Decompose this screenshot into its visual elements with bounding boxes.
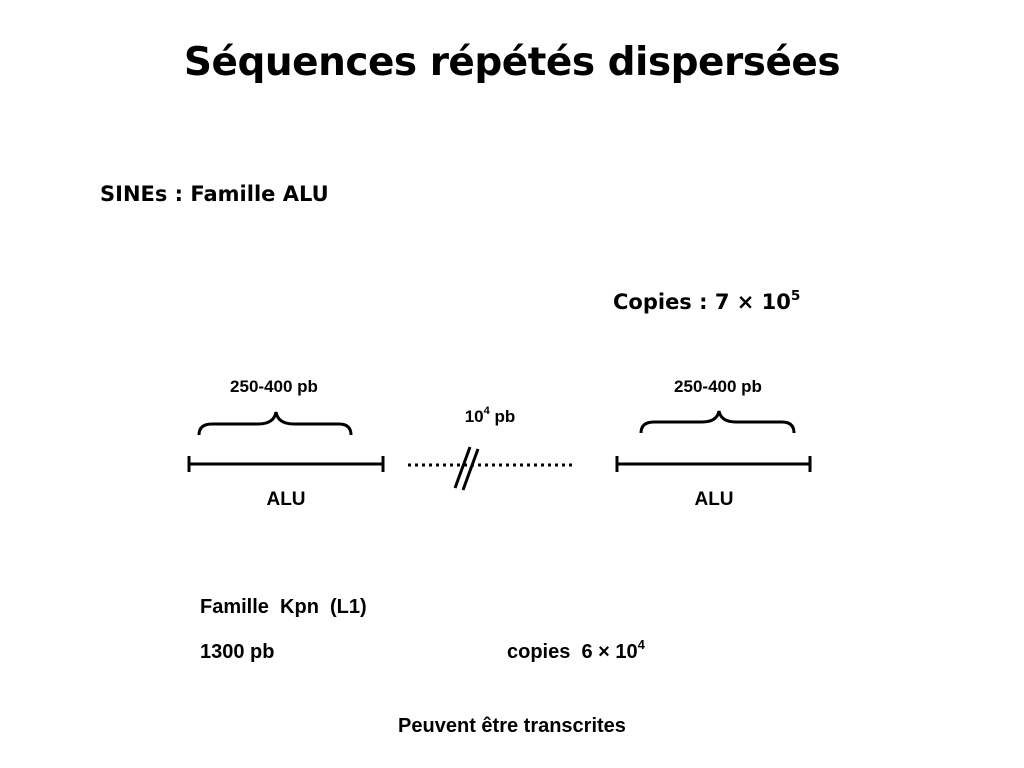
right-alu-size-label: 250-400 pb — [674, 377, 762, 396]
left-alu-size-label: 250-400 pb — [230, 377, 318, 396]
right-alu-label: ALU — [694, 489, 734, 510]
transcription-note: Peuvent être transcrites — [398, 715, 626, 737]
kpn-copies-text: copies 6 × 10 — [507, 641, 638, 663]
alu-copies-exponent: 5 — [790, 287, 801, 304]
right-brace — [639, 410, 796, 434]
break-mark-1 — [453, 446, 472, 489]
left-alu-label: ALU — [266, 489, 306, 510]
kpn-copies-count: copies 6 × 104 — [507, 638, 645, 664]
kpn-copies-exponent: 4 — [637, 637, 645, 653]
gap-size-exponent: 4 — [483, 405, 490, 418]
alu-copies-count: Copies : 7 × 105 — [613, 287, 801, 314]
slide-title: Séquences répétés dispersées — [183, 40, 841, 85]
left-brace — [197, 411, 353, 436]
sines-heading: SINEs : Famille ALU — [100, 182, 329, 206]
alu-copies-text: Copies : 7 × 10 — [613, 290, 791, 314]
kpn-size: 1300 pb — [200, 641, 275, 663]
gap-size-label: 104 pb — [440, 405, 540, 427]
gap-size-base: 10 — [464, 407, 484, 426]
break-mark-2 — [461, 448, 480, 491]
gap-size-unit: pb — [489, 407, 516, 426]
kpn-family-heading: Famille Kpn (L1) — [200, 596, 367, 618]
